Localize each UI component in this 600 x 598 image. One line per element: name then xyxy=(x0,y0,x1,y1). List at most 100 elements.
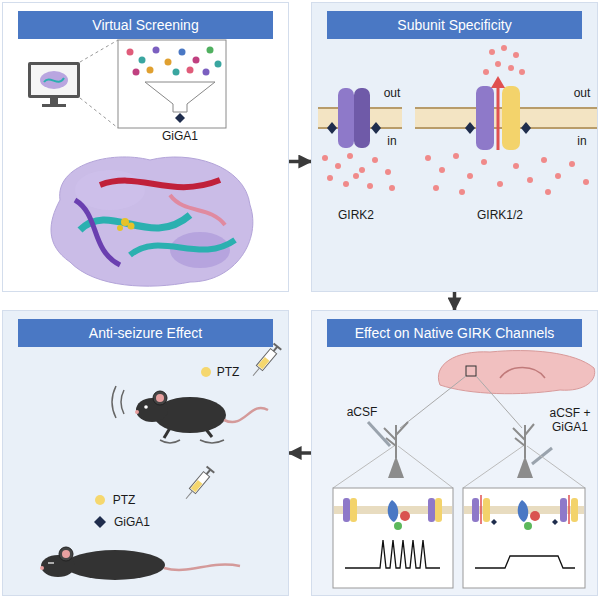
recording-inset xyxy=(475,556,575,568)
seizing-mouse xyxy=(135,410,139,414)
recording-inset xyxy=(463,488,585,588)
potassium-ions xyxy=(439,167,445,173)
syringe xyxy=(182,466,214,502)
zoom-lines xyxy=(333,446,585,488)
calm-mouse xyxy=(40,547,240,580)
compound-library xyxy=(133,69,140,76)
protein-structure xyxy=(170,195,225,225)
ptz-dot xyxy=(201,367,211,377)
zoom-lines xyxy=(463,446,523,488)
seizing-mouse xyxy=(200,440,224,443)
potassium-ions xyxy=(389,185,395,191)
girk2-channel xyxy=(354,88,370,148)
potassium-ions xyxy=(359,167,365,173)
neuron xyxy=(368,422,390,446)
potassium-ions xyxy=(569,161,575,167)
zoom-lines xyxy=(80,40,118,62)
potassium-ions xyxy=(583,179,589,185)
computer-monitor xyxy=(28,62,80,98)
figure-label: GIRK1/2 xyxy=(465,208,535,222)
recording-inset xyxy=(571,498,578,522)
panel: Anti-seizure Effect xyxy=(2,310,289,596)
compound-library xyxy=(207,47,214,54)
girk2-channel xyxy=(338,88,354,148)
recording-inset xyxy=(552,519,558,525)
compound-library xyxy=(153,47,160,54)
panel: Subunit Specificity xyxy=(311,2,598,292)
potassium-ions xyxy=(433,185,439,191)
potassium-ions xyxy=(322,45,589,195)
calm-mouse xyxy=(65,550,165,580)
potassium-ions xyxy=(367,183,373,189)
flow-arrow xyxy=(289,451,311,455)
figure-label: GiGA1 xyxy=(110,515,154,529)
girk1-2-channel xyxy=(476,86,494,150)
recording-inset xyxy=(472,498,479,522)
syringe xyxy=(191,480,203,492)
potassium-ions xyxy=(513,52,519,58)
flow-arrow xyxy=(289,160,311,164)
brain-slice xyxy=(476,376,522,428)
recording-inset xyxy=(343,498,350,522)
girk1-2-channel xyxy=(521,122,531,134)
figure-label: PTZ xyxy=(210,365,246,379)
zoom-lines xyxy=(80,40,118,128)
seizing-mouse xyxy=(153,391,167,405)
compound-library xyxy=(147,67,154,74)
potassium-ions xyxy=(372,157,378,163)
compound-library xyxy=(165,59,172,66)
seizing-mouse xyxy=(160,440,180,443)
seizing-mouse xyxy=(112,386,268,443)
recording-inset xyxy=(400,511,410,521)
potassium-ions xyxy=(483,69,489,75)
flow-arrow xyxy=(453,292,457,310)
calm-mouse xyxy=(59,547,73,561)
girk1-2-channel xyxy=(491,76,505,88)
panel-grounds xyxy=(311,310,598,596)
potassium-ions xyxy=(347,153,353,159)
figure-label: out xyxy=(377,86,407,100)
potassium-ions xyxy=(322,155,328,161)
compound-library xyxy=(173,69,180,76)
brain-slice xyxy=(466,366,476,376)
compound-library xyxy=(193,57,200,64)
protein-structure xyxy=(128,223,135,230)
panel-header: Subunit Specificity xyxy=(327,11,582,39)
figure-label: GIRK2 xyxy=(326,208,386,222)
neuron xyxy=(517,456,533,478)
figure-label: out xyxy=(567,86,597,100)
potassium-ions xyxy=(508,65,514,71)
protein-structure xyxy=(75,170,145,210)
neuron xyxy=(513,424,534,458)
potassium-ions xyxy=(453,153,459,159)
syringe xyxy=(189,472,209,494)
potassium-ions xyxy=(481,159,487,165)
girk1-2-channel xyxy=(502,86,520,150)
seizing-mouse xyxy=(144,405,148,409)
recording-inset xyxy=(394,522,402,530)
recording-inset xyxy=(568,495,570,524)
seizing-mouse xyxy=(112,386,116,418)
potassium-ions xyxy=(425,155,431,161)
seizing-mouse xyxy=(121,390,124,414)
recording-inset xyxy=(350,498,357,522)
potassium-ions xyxy=(495,61,501,67)
syringe xyxy=(256,349,276,371)
zoom-lines xyxy=(398,446,453,488)
potassium-ions xyxy=(327,175,333,181)
compound-library xyxy=(187,67,194,74)
ptz-dot xyxy=(95,495,105,505)
zoom-lines xyxy=(527,446,585,488)
protein-structure xyxy=(117,225,123,231)
potassium-ions xyxy=(519,69,525,75)
compound-library xyxy=(127,49,134,56)
computer-monitor xyxy=(44,78,64,82)
girk1-2-channel xyxy=(497,86,500,150)
protein-structure xyxy=(51,157,253,286)
compound-library xyxy=(203,69,210,76)
protein-structure xyxy=(75,200,120,265)
recording-inset xyxy=(345,540,440,568)
